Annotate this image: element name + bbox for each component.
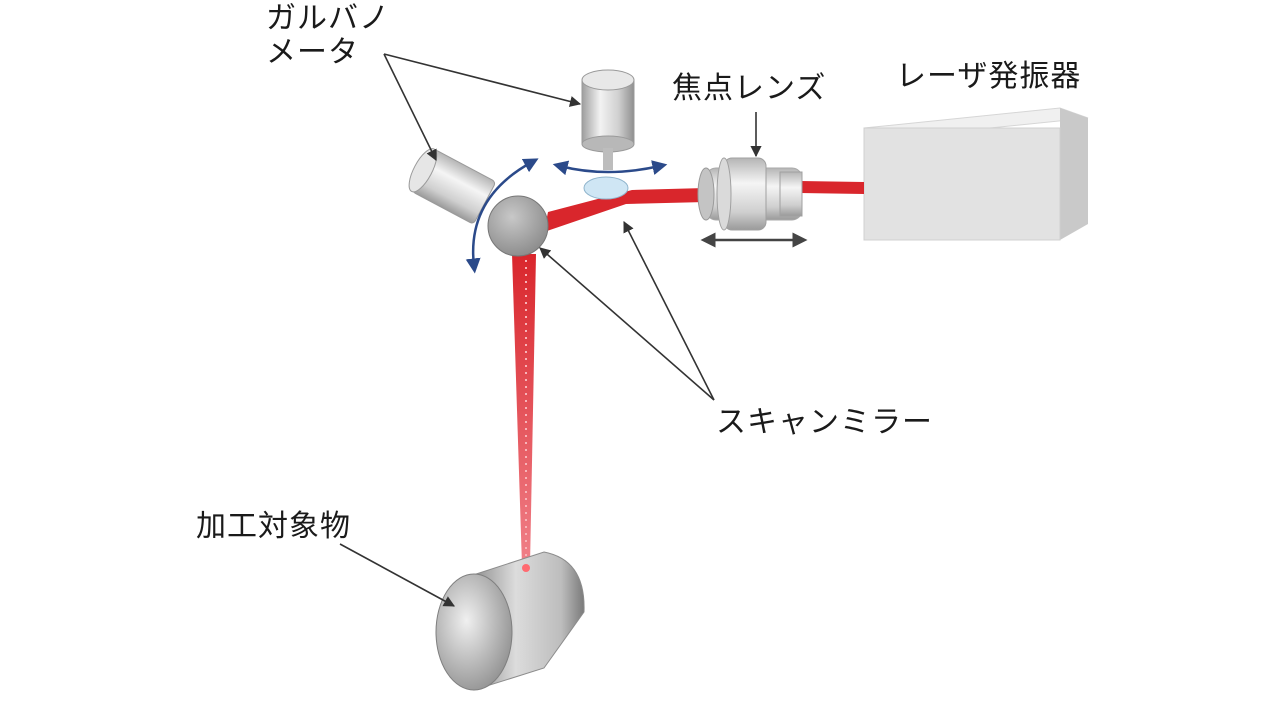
focus-lens-label: 焦点レンズ — [672, 71, 827, 106]
rotation-arrow-left — [465, 158, 539, 274]
laser-oscillator-label: レーザ発振器 — [896, 59, 1082, 94]
laser-beam — [512, 181, 864, 570]
leader-lines — [339, 53, 762, 607]
scan-mirror-label: スキャンミラー — [716, 405, 933, 440]
galvanometer-label-line1: ガルバノ — [266, 1, 390, 36]
workpiece-label: 加工対象物 — [196, 509, 351, 544]
scan-mirror-left — [487, 195, 549, 257]
scan-mirror-top — [583, 176, 629, 200]
galvanometer-label-line2: メータ — [266, 35, 359, 70]
rotation-arrow-top — [552, 160, 668, 176]
laser-oscillator — [863, 107, 1089, 241]
workpiece — [435, 551, 585, 691]
galvanometer-top — [581, 69, 635, 200]
focus-lens — [697, 157, 803, 231]
